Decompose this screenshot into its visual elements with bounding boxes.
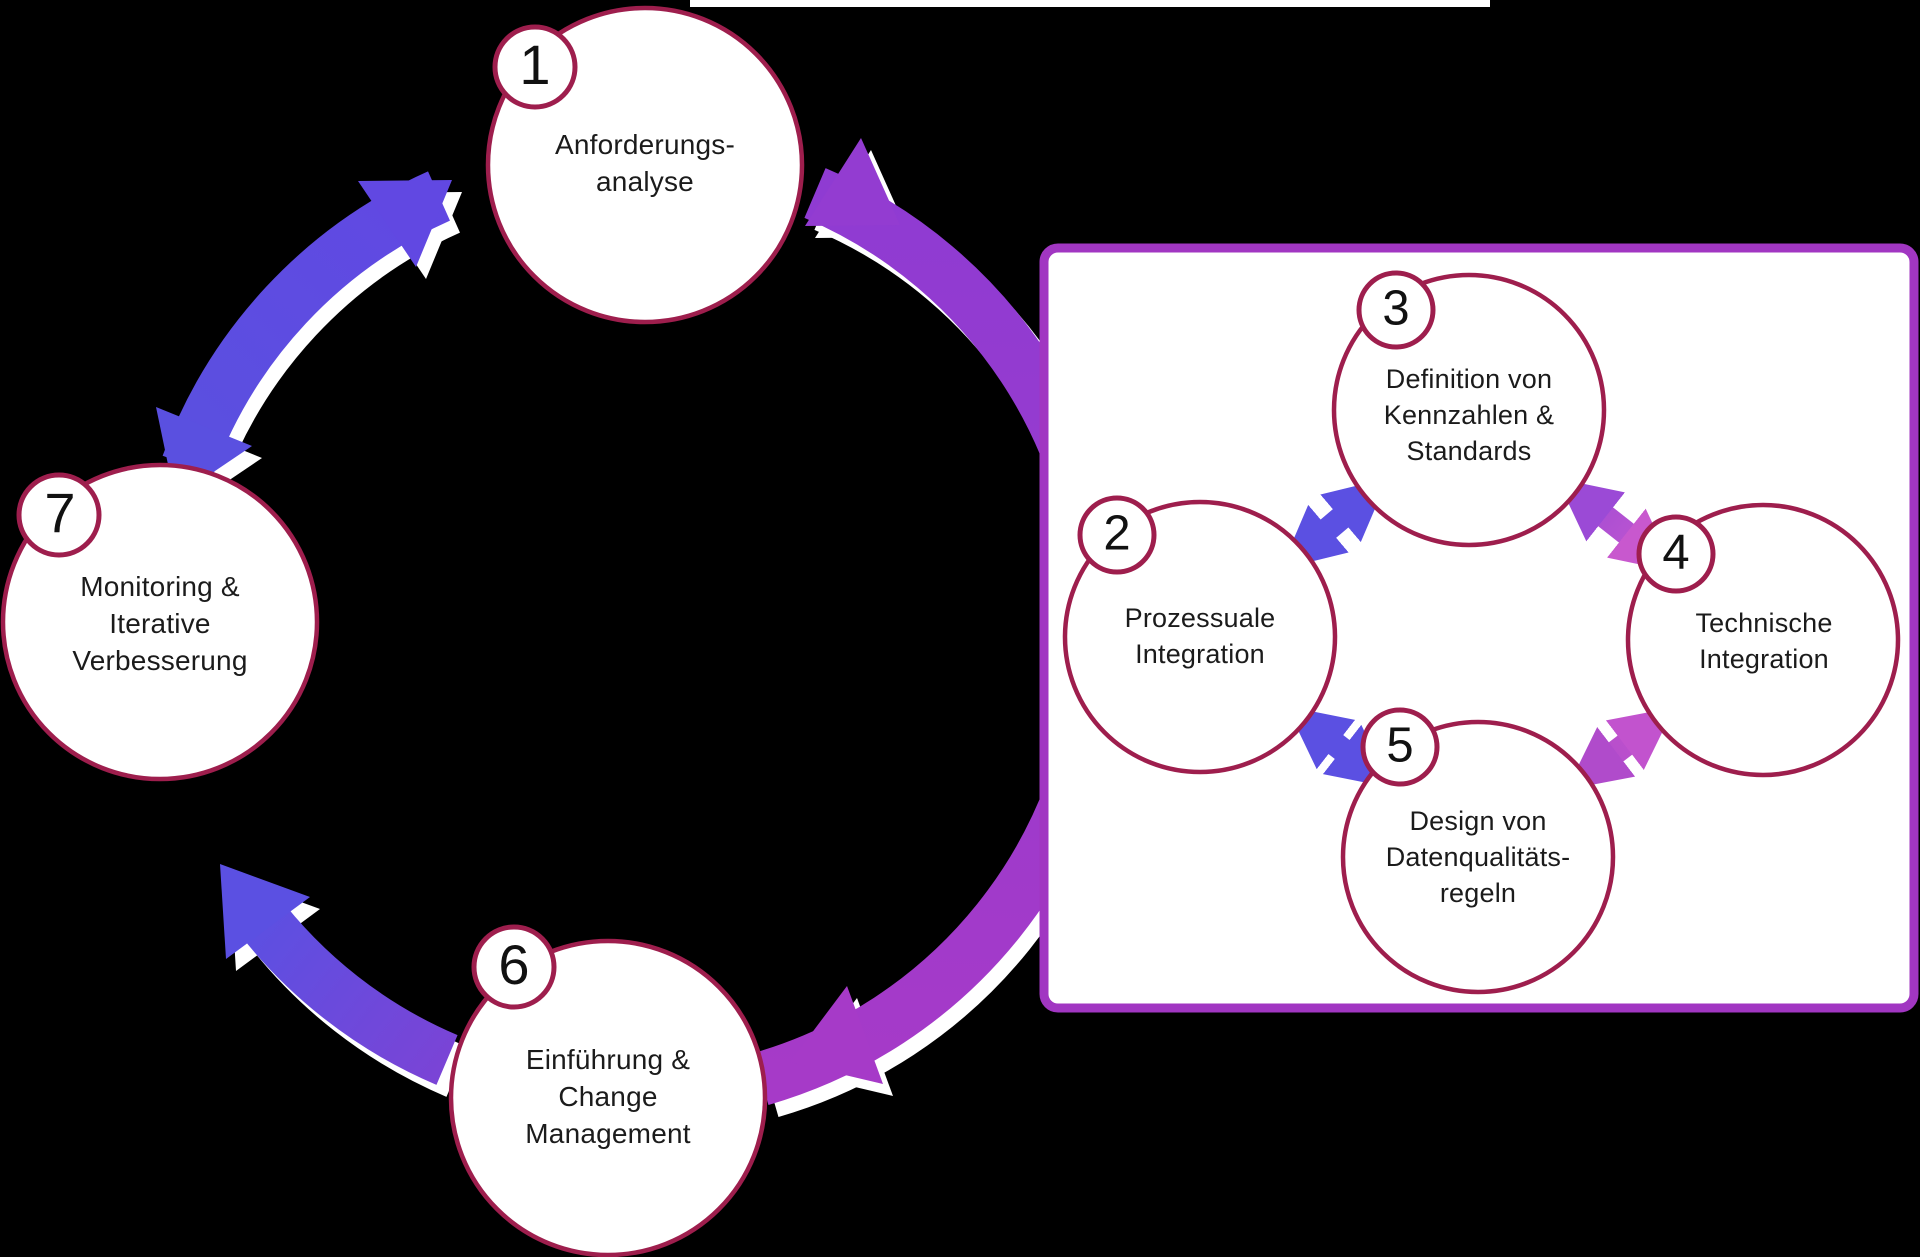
circle-step5 [1340,719,1616,995]
step-3-label-line: Standards [1406,435,1532,466]
step-4-label: Technische Integration [1624,606,1904,678]
step-1-number: 1 [519,33,551,96]
step-2-label-line: Integration [1135,639,1265,669]
badge-step7 [16,472,102,558]
top-edge-artifact [690,0,1490,7]
step-2-label: Prozessuale Integration [1060,601,1340,673]
step-5-label-line: Design von [1409,806,1547,837]
step-4-label-line: Technische [1695,608,1833,639]
step-6-label-line: Einführung & [525,1044,691,1076]
step-7-label-line: Monitoring & [80,571,240,603]
step-5-label: Design von Datenqualitäts- regeln [1338,804,1618,912]
step-1-label: Anforderungs- analyse [505,126,785,200]
step-5-label-line: regeln [1439,877,1517,908]
arrowhead-into-step6 [790,986,883,1084]
step-6-number: 6 [498,933,530,996]
step-3-label-line: Definition von [1385,364,1553,395]
step-1-label-line: Anforderungs- [554,128,736,160]
sub-process-circles [1062,270,1901,995]
step-1-label-line: analyse [596,166,694,197]
step-3-number: 3 [1382,281,1410,336]
step-7-number: 7 [44,481,76,544]
step-6-label: Einführung & Change Management [468,1041,748,1153]
step-6-label-line: Management [525,1118,691,1150]
badge-step3 [1356,270,1436,350]
badge-step6 [471,924,557,1010]
step-6-label-line: Change [558,1081,658,1113]
step-2-label-line: Prozessuale [1124,603,1276,634]
circle-step6 [448,938,768,1257]
arrowhead-into-step7 [220,864,310,959]
badge-step5 [1360,707,1440,787]
arrow-step4-step5-double [1566,703,1675,794]
step-5-label-line: Datenqualitäts- [1385,842,1571,873]
step-4-label-line: Integration [1699,644,1829,674]
step-3-label: Definition von Kennzahlen & Standards [1329,362,1609,470]
badge-step4 [1636,514,1716,594]
main-cycle-circles [0,5,805,1257]
arrowhead-after-step1 [805,138,900,226]
step-3-label-line: Kennzahlen & [1383,400,1555,431]
sub-process-box [1039,243,1919,1013]
arrowhead-toward-step1 [358,180,452,267]
step-7-label-line: Verbesserung [72,645,248,677]
step-5-number: 5 [1386,718,1414,773]
step-7-label-line: Iterative [109,608,211,640]
step-7-label: Monitoring & Iterative Verbesserung [20,568,300,680]
step-2-number: 2 [1103,506,1131,561]
step-4-number: 4 [1662,525,1690,580]
arrow-step6-to-step7 [233,893,458,1085]
badge-step1 [492,24,578,110]
badge-step2 [1077,495,1157,575]
